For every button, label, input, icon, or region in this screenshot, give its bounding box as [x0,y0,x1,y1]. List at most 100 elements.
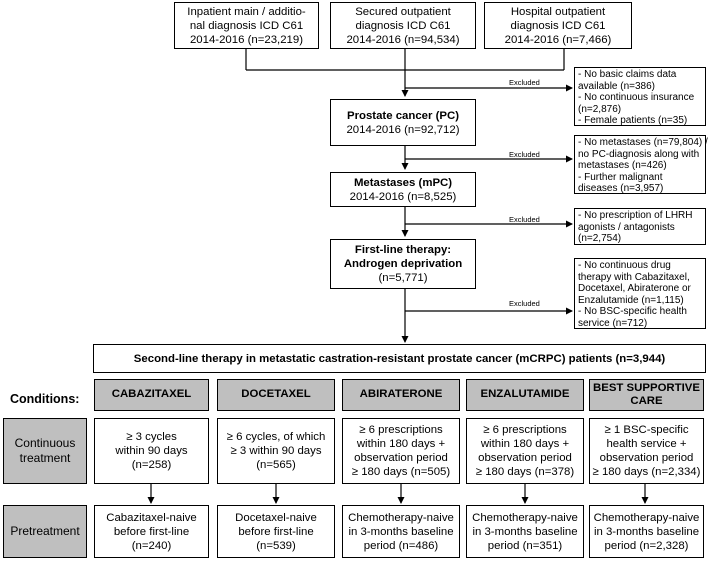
source-secured-line-1: Secured outpatient [355,5,451,18]
exclusion-4-line-5: - No BSC-specific health [578,306,687,318]
arm-header-abiraterone: ABIRATERONE [342,379,460,411]
pretreatment-docetaxel-line-3: (n=539) [256,539,296,552]
excluded-label-2: Excluded [509,150,540,159]
source-hospital-line-1: Hospital outpatient [510,5,606,18]
exclusion-2-line-2: no PC-diagnosis along with [578,148,700,160]
exclusion-2-line-1: - No metastases (n=79,804) / [578,137,708,148]
arm-header-bsc-text-1: BEST SUPPORTIVE [593,381,700,394]
continuous-bsc-line-4: ≥ 180 days (n=2,334) [592,466,701,478]
source-inpatient-line-1: Inpatient main / additio- [187,5,306,18]
pretreatment-enzalutamide-line-2: in 3-months baseline [472,525,578,538]
second-line-therapy-text: Second-line therapy in metastatic castra… [133,352,666,365]
row-label-continuous-2: treatment [19,451,71,465]
pretreatment-cabazitaxel-box: Cabazitaxel-naive before first-line (n=2… [94,505,209,558]
row-label-continuous-1: Continuous [14,436,76,450]
pretreatment-abiraterone-box: Chemotherapy-naive in 3-months baseline … [342,505,460,558]
arm-header-enzalutamide: ENZALUTAMIDE [466,379,584,411]
pretreatment-abiraterone-line-3: period (n=486) [363,539,439,552]
source-hospital-outpatient-box: Hospital outpatient diagnosis ICD C61 20… [484,2,632,49]
excluded-label-4: Excluded [509,299,540,308]
source-hospital-line-2: diagnosis ICD C61 [510,19,606,32]
arm-header-best-supportive-care: BEST SUPPORTIVE CARE [589,379,704,411]
arm-header-cabazitaxel: CABAZITAXEL [94,379,209,411]
continuous-docetaxel-line-2: ≥ 3 within 90 days [230,445,322,457]
metastases-count: 2014-2016 (n=8,525) [349,190,457,203]
exclusion-box-4: - No continuous drug therapy with Cabazi… [574,258,706,329]
first-line-count: (n=5,771) [378,272,428,284]
exclusion-2-line-3: metastases (n=426) [578,160,667,172]
exclusion-1-line-5: - Female patients (n=35) [578,115,688,127]
continuous-enzalutamide-line-4: ≥ 180 days (n=378) [475,466,575,478]
continuous-docetaxel-box: ≥ 6 cycles, of which ≥ 3 within 90 days … [217,418,335,484]
exclusion-box-3: - No prescription of LHRH agonists / ant… [574,208,706,245]
row-label-pretreatment-1: Pretreatment [10,524,80,538]
exclusion-1-line-1: - No basic claims data [578,69,677,80]
continuous-enzalutamide-box: ≥ 6 prescriptions within 180 days + obse… [466,418,584,484]
pretreatment-bsc-line-3: period (n=2,328) [604,539,689,552]
source-secured-line-3: 2014-2016 (n=94,534) [346,33,460,46]
row-label-pretreatment: Pretreatment [3,505,87,558]
continuous-abiraterone-line-4: ≥ 180 days (n=505) [351,466,451,478]
first-line-title-2: Androgen deprivation [343,258,463,270]
pretreatment-cabazitaxel-line-3: (n=240) [131,539,172,552]
excluded-label-3: Excluded [509,215,540,224]
continuous-docetaxel-line-1: ≥ 6 cycles, of which [226,431,326,443]
exclusion-box-1: - No basic claims data available (n=386)… [574,67,706,126]
continuous-bsc-line-3: observation period [599,452,694,464]
pretreatment-enzalutamide-box: Chemotherapy-naive in 3-months baseline … [466,505,584,558]
continuous-docetaxel-line-3: (n=565) [256,459,296,471]
arm-header-abiraterone-text: ABIRATERONE [359,388,443,401]
continuous-cabazitaxel-line-1: ≥ 3 cycles [126,431,177,443]
exclusion-2-line-4: - Further malignant [578,171,663,183]
exclusion-box-2: - No metastases (n=79,804) / no PC-diagn… [574,135,708,195]
exclusion-4-line-6: service (n=712) [578,317,648,329]
conditions-label: Conditions: [10,392,80,406]
pretreatment-bsc-line-1: Chemotherapy-naive [593,511,700,524]
row-label-continuous-treatment: Continuous treatment [3,418,87,484]
continuous-bsc-box: ≥ 1 BSC-specific health service + observ… [589,418,704,484]
exclusion-4-line-4: Enzalutamide (n=1,115) [578,294,684,306]
excluded-label-1: Excluded [509,78,540,87]
source-inpatient-box: Inpatient main / additio- nal diagnosis … [174,2,319,49]
continuous-abiraterone-line-3: observation period [354,452,448,464]
source-secured-line-2: diagnosis ICD C61 [355,19,451,32]
continuous-enzalutamide-line-3: observation period [478,452,572,464]
pretreatment-docetaxel-line-2: before first-line [238,525,314,538]
exclusion-4-line-3: Docetaxel, Abiraterone or [578,283,691,295]
continuous-bsc-line-2: health service + [606,438,687,450]
continuous-enzalutamide-line-1: ≥ 6 prescriptions [483,424,567,436]
pretreatment-bsc-box: Chemotherapy-naive in 3-months baseline … [589,505,704,558]
arm-header-bsc-text-2: CARE [630,395,663,407]
exclusion-4-line-1: - No continuous drug [578,260,671,271]
pretreatment-abiraterone-line-2: in 3-months baseline [348,525,454,538]
continuous-bsc-line-1: ≥ 1 BSC-specific [604,424,689,436]
continuous-cabazitaxel-line-3: (n=258) [131,459,172,471]
first-line-therapy-box: First-line therapy: Androgen deprivation… [330,239,476,289]
pretreatment-cabazitaxel-line-2: before first-line [113,525,190,538]
second-line-therapy-box: Second-line therapy in metastatic castra… [93,344,706,373]
continuous-abiraterone-box: ≥ 6 prescriptions within 180 days + obse… [342,418,460,484]
pretreatment-abiraterone-line-1: Chemotherapy-naive [348,511,454,524]
exclusion-2-line-5: diseases (n=3,957) [578,183,664,195]
exclusion-3-line-3: (n=2,754) [578,233,622,245]
pretreatment-enzalutamide-line-1: Chemotherapy-naive [472,511,578,524]
exclusion-1-line-3: - No continuous insurance [578,92,695,104]
arm-header-enzalutamide-text: ENZALUTAMIDE [480,388,570,401]
continuous-cabazitaxel-line-2: within 90 days [115,445,188,457]
source-inpatient-line-3: 2014-2016 (n=23,219) [189,33,304,46]
arm-header-docetaxel: DOCETAXEL [217,379,335,411]
pretreatment-enzalutamide-line-3: period (n=351) [487,539,563,552]
exclusion-1-line-4: (n=2,876) [578,103,622,115]
prostate-cancer-count: 2014-2016 (n=92,712) [346,123,460,136]
continuous-abiraterone-line-1: ≥ 6 prescriptions [359,424,443,436]
prostate-cancer-box: Prostate cancer (PC) 2014-2016 (n=92,712… [330,99,476,146]
source-secured-outpatient-box: Secured outpatient diagnosis ICD C61 201… [330,2,476,49]
arm-header-docetaxel-text: DOCETAXEL [241,388,311,401]
exclusion-1-line-2: available (n=386) [578,80,655,92]
continuous-enzalutamide-line-2: within 180 days + [480,438,570,450]
source-hospital-line-3: 2014-2016 (n=7,466) [504,33,612,46]
exclusion-4-line-2: therapy with Cabazitaxel, [578,271,690,283]
pretreatment-cabazitaxel-line-1: Cabazitaxel-naive [106,511,197,524]
pretreatment-bsc-line-2: in 3-months baseline [593,525,700,538]
